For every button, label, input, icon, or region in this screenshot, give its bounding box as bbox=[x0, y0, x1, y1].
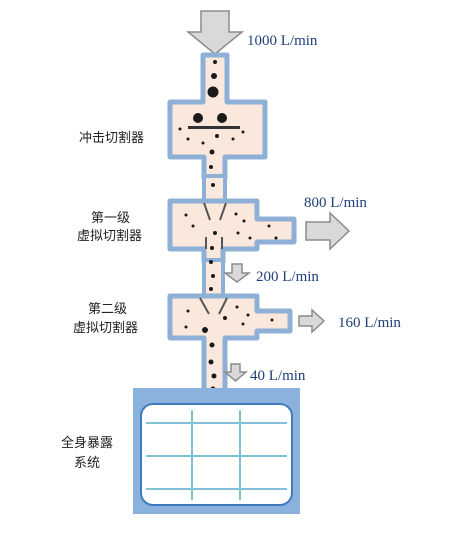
stage2-side-arrow bbox=[298, 308, 326, 334]
stage1-side-arrow bbox=[305, 211, 351, 251]
virtual-impactor-2-label-line2: 虚拟切割器 bbox=[73, 320, 138, 336]
virtual-impactor-2-label-line1: 第二级 bbox=[88, 302, 127, 317]
stage1-side-flow-label: 800 L/min bbox=[304, 195, 367, 211]
inlet-flow-label: 1000 L/min bbox=[247, 33, 318, 49]
impactor-label: 冲击切割器 bbox=[79, 130, 144, 146]
inlet-arrow bbox=[185, 10, 245, 55]
particles bbox=[178, 60, 278, 392]
stage2-down-arrow bbox=[222, 363, 249, 382]
exposure-chamber-label-line2: 系统 bbox=[74, 456, 100, 471]
stage1-down-flow-label: 200 L/min bbox=[256, 269, 319, 285]
exposure-chamber bbox=[133, 388, 300, 514]
stage1-down-arrow bbox=[222, 263, 252, 283]
stage2-side-flow-label: 160 L/min bbox=[338, 315, 401, 331]
virtual-impactor-2 bbox=[167, 293, 293, 397]
exposure-chamber-label-line1: 全身暴露 bbox=[61, 435, 113, 451]
virtual-impactor-1 bbox=[167, 198, 297, 265]
virtual-impactor-1-label-line2: 虚拟切割器 bbox=[77, 228, 142, 244]
connector-duct-2 bbox=[202, 258, 225, 300]
virtual-impactor-1-label-line1: 第一级 bbox=[91, 211, 130, 226]
stage2-down-flow-label: 40 L/min bbox=[250, 368, 306, 384]
impaction-plate bbox=[188, 126, 240, 129]
